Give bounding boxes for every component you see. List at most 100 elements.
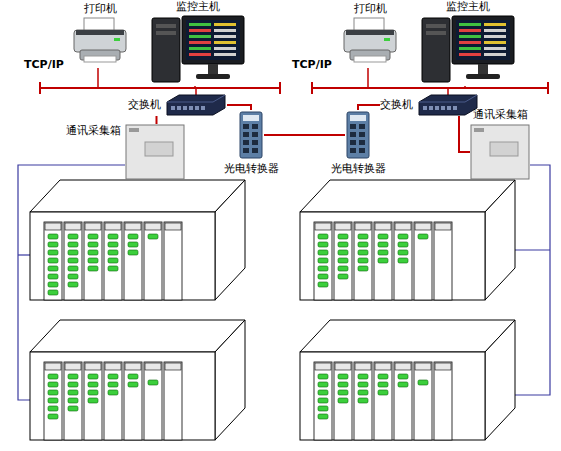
indicator-led	[398, 242, 408, 247]
indicator-led	[338, 390, 348, 395]
switch-icon	[417, 94, 479, 116]
slot-header	[165, 223, 181, 230]
card-slot	[394, 362, 412, 440]
printer-icon	[340, 16, 400, 66]
card-slot	[374, 222, 392, 300]
device-label: 光电转换器	[224, 162, 279, 176]
slot-header	[125, 223, 141, 230]
cabinet-top	[30, 180, 245, 212]
indicator-led	[68, 274, 78, 279]
screen-bar	[484, 29, 506, 32]
switch-port	[201, 106, 205, 110]
indicator-led	[318, 374, 328, 379]
device-label: 监控主机	[176, 0, 220, 14]
card-slot	[414, 222, 432, 300]
box-icon	[125, 124, 185, 180]
printer-top	[76, 30, 124, 35]
field-wire	[18, 254, 30, 255]
indicator-led	[358, 390, 368, 395]
indicator-led	[68, 234, 78, 239]
indicator-led	[358, 266, 368, 271]
indicator-led	[398, 250, 408, 255]
converter-port	[243, 124, 249, 129]
switch-icon	[165, 94, 227, 116]
bus-end	[39, 82, 41, 94]
switch-edge	[167, 95, 225, 102]
indicator-led	[378, 250, 388, 255]
switch-port	[441, 106, 445, 110]
indicator-led	[68, 258, 78, 263]
card-slot	[144, 222, 162, 300]
indicator-led	[48, 406, 58, 411]
converter-icon	[345, 110, 371, 160]
screen-bar	[214, 47, 236, 50]
indicator-led	[48, 290, 58, 295]
indicator-led	[48, 398, 58, 403]
indicator-led	[338, 266, 348, 271]
box-body	[126, 125, 184, 179]
converter-port	[359, 124, 365, 129]
collection-box: 通讯采集箱	[125, 124, 185, 180]
card-slot	[334, 222, 352, 300]
indicator-led	[338, 250, 348, 255]
box-plate	[490, 142, 518, 156]
monitor-host: 监控主机	[150, 0, 245, 84]
converter-port	[350, 148, 356, 153]
screen-bar	[484, 35, 506, 38]
indicator-led	[318, 282, 328, 287]
monitor-frame	[452, 16, 514, 64]
bus-stub	[195, 88, 197, 95]
screen-bar	[484, 53, 506, 56]
indicator-led	[358, 242, 368, 247]
indicator-led	[108, 382, 118, 387]
indicator-led	[318, 390, 328, 395]
switch-port	[447, 106, 451, 110]
indicator-led	[48, 258, 58, 263]
box-icon	[470, 124, 530, 180]
indicator-led	[108, 266, 118, 271]
indicator-led	[68, 374, 78, 379]
card-slot	[124, 362, 142, 440]
device-label: 通讯采集箱	[473, 108, 528, 122]
network-link	[358, 105, 380, 110]
switch-edge	[419, 95, 477, 102]
slot-header	[125, 363, 141, 370]
drive-bay	[426, 24, 446, 28]
screen-bar	[459, 35, 481, 38]
indicator-led	[48, 234, 58, 239]
indicator-led	[108, 234, 118, 239]
network-link	[227, 105, 251, 110]
pc-tower	[152, 18, 180, 82]
card-slot	[164, 222, 182, 300]
indicator-led	[338, 382, 348, 387]
monitor-frame	[182, 16, 244, 64]
indicator-led	[68, 382, 78, 387]
printer-led	[114, 38, 120, 41]
cabinet-front	[300, 352, 485, 440]
screen-bar	[459, 53, 481, 56]
bus-stub	[367, 68, 369, 88]
cabinet-top	[30, 320, 245, 352]
slot-header	[105, 363, 121, 370]
screen-bar	[189, 53, 211, 56]
printer: 打印机	[340, 2, 400, 66]
printer-top	[346, 30, 394, 35]
indicator-led	[48, 382, 58, 387]
slot-header	[435, 223, 451, 230]
converter-icon	[238, 110, 264, 160]
card-slot	[374, 362, 392, 440]
monitor-neck	[478, 64, 488, 74]
cabinet-side	[215, 320, 245, 440]
card-slot	[84, 362, 102, 440]
indicator-led	[318, 414, 328, 419]
card-slot	[354, 362, 372, 440]
slot-header	[105, 223, 121, 230]
printer-output	[354, 56, 386, 62]
media-converter: 光电转换器	[238, 110, 264, 160]
indicator-led	[128, 374, 138, 379]
converter-port	[359, 132, 365, 137]
cabinet	[30, 320, 245, 440]
indicator-led	[318, 234, 328, 239]
media-converter: 光电转换器	[345, 110, 371, 160]
